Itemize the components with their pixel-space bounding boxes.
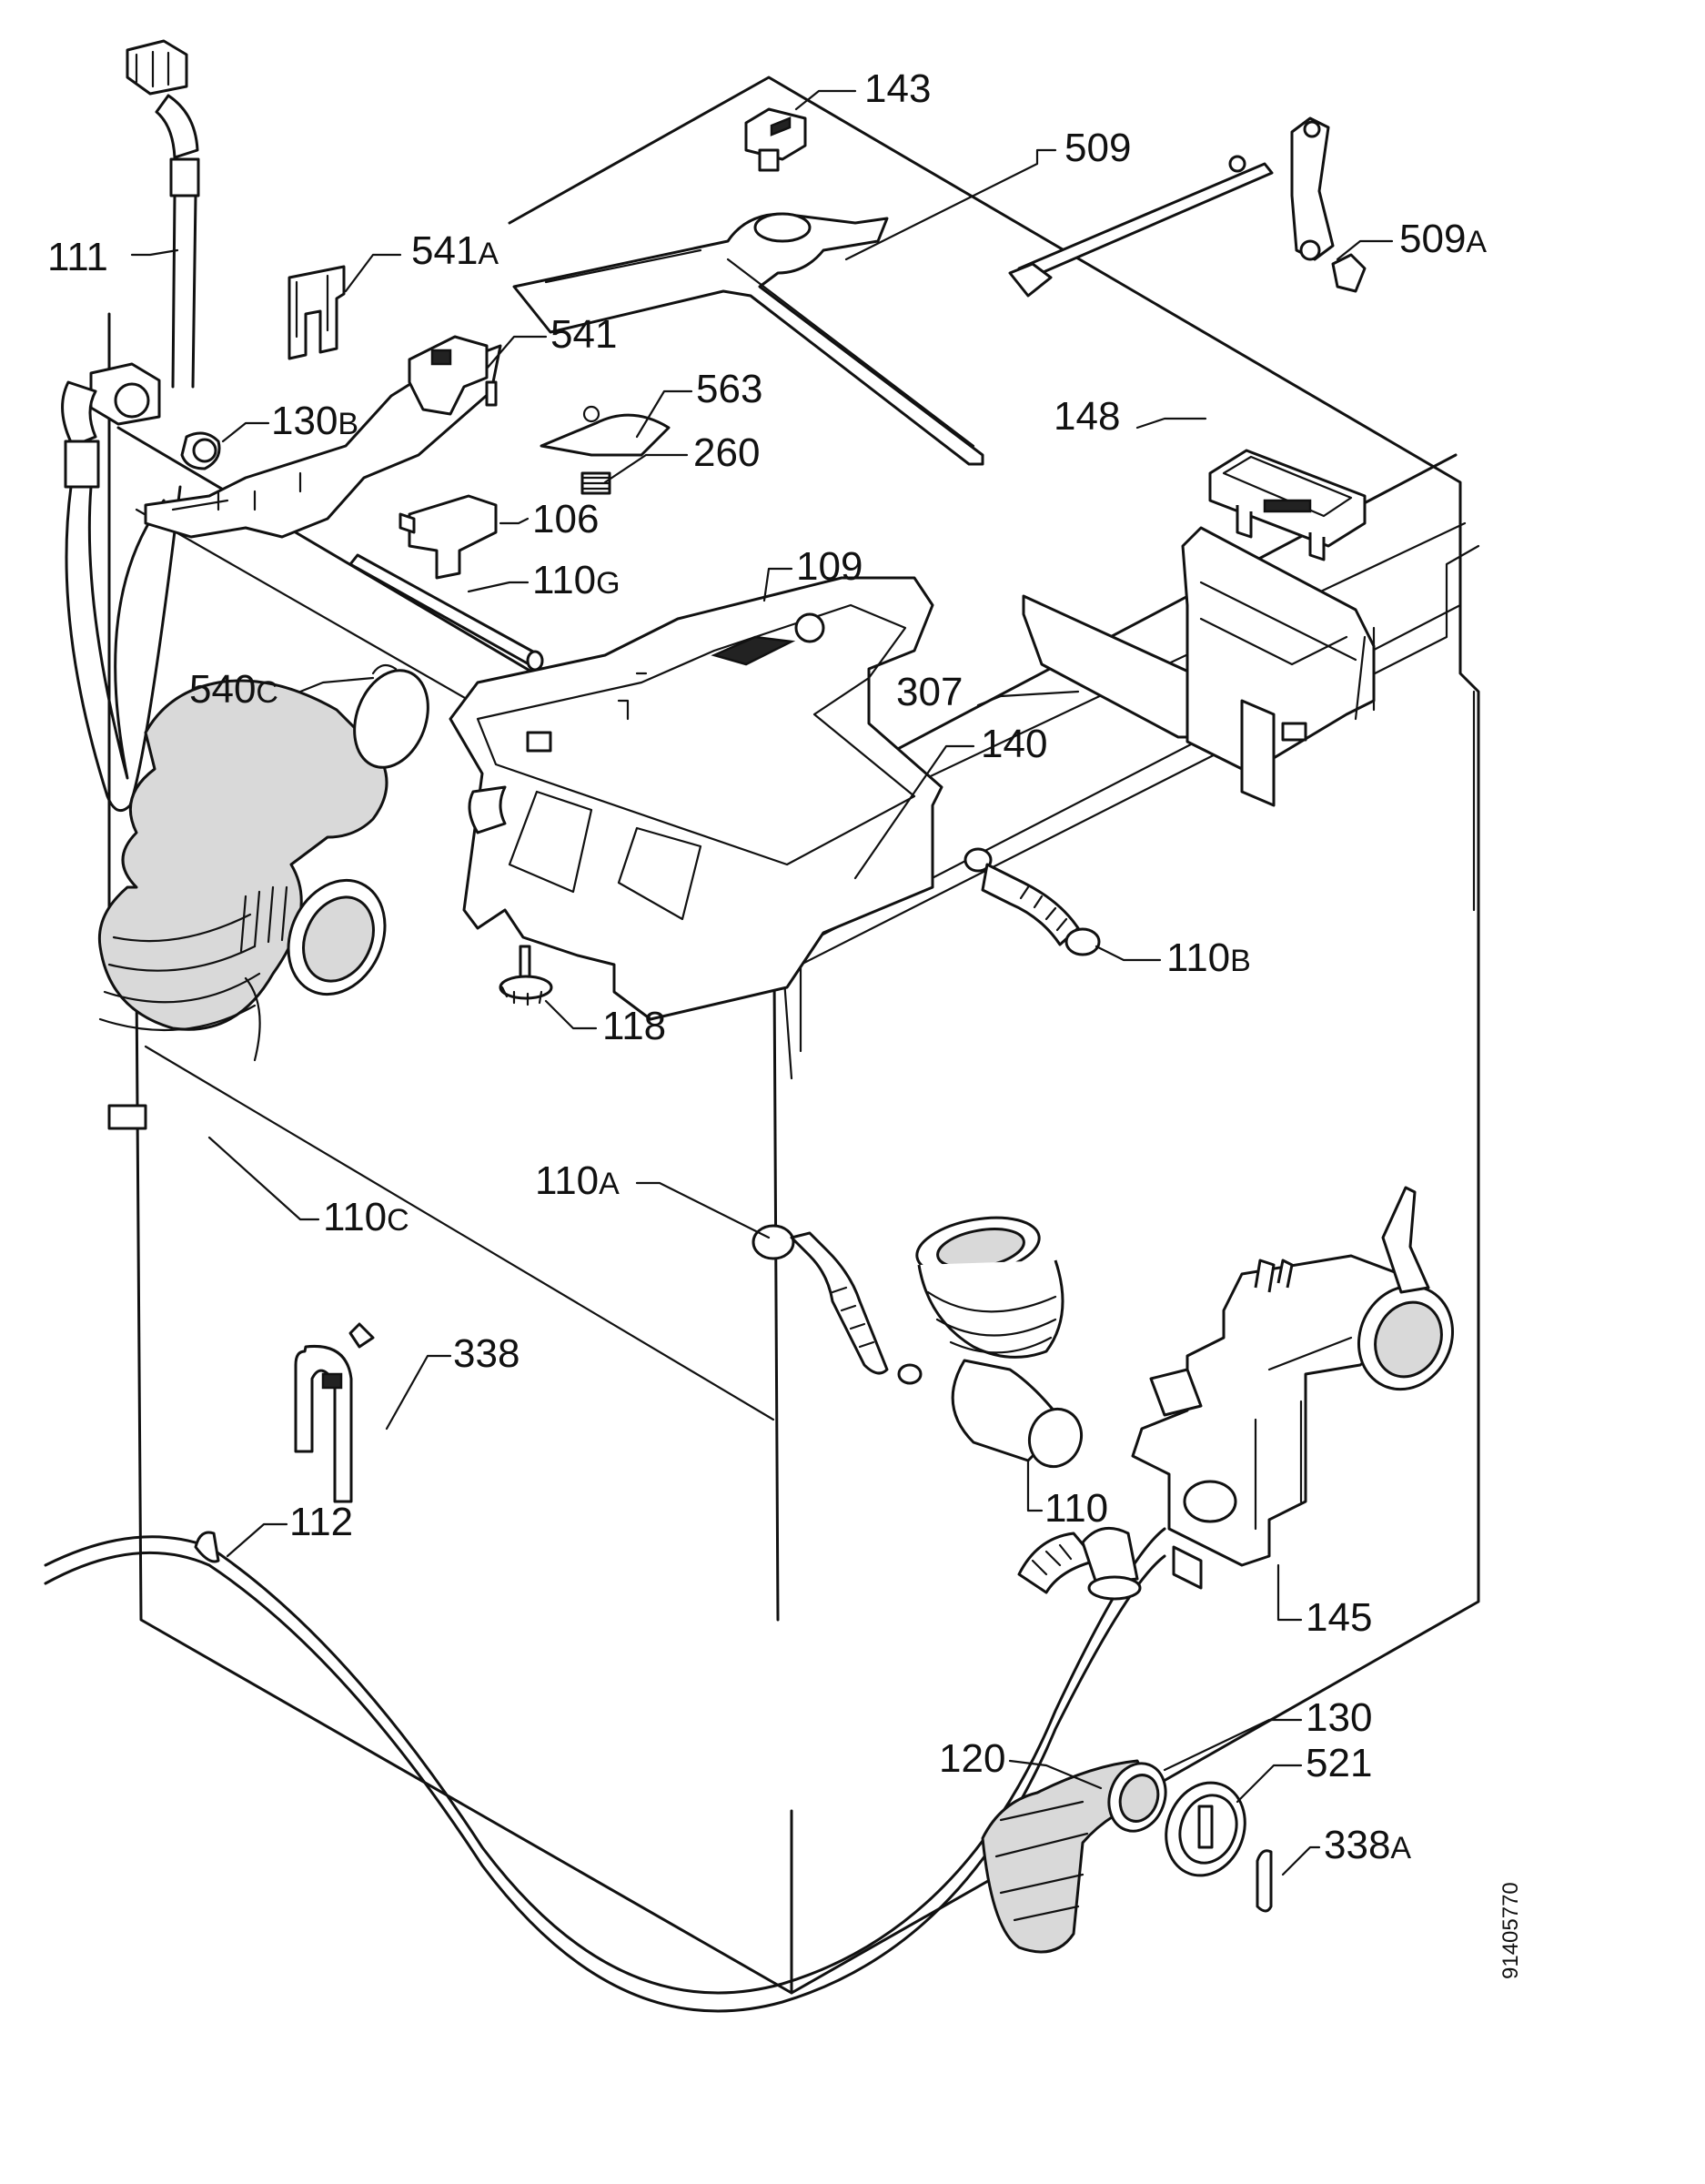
- label-509: 509: [1064, 126, 1131, 170]
- label-260: 260: [693, 430, 760, 475]
- label-112: 112: [289, 1500, 353, 1544]
- hose-110: [915, 1216, 1083, 1469]
- label-540c: 540C: [189, 667, 278, 712]
- tube-110g: [348, 553, 544, 672]
- label-111: 111: [47, 235, 108, 279]
- spring-260: [580, 471, 611, 495]
- cover-563: [540, 405, 671, 457]
- label-541a: 541A: [411, 228, 499, 273]
- label-130b: 130B: [271, 399, 358, 443]
- lever-509a: [1290, 116, 1367, 293]
- label-145: 145: [1306, 1595, 1372, 1640]
- lever-509: [512, 155, 1274, 466]
- bracket-541: [144, 335, 502, 539]
- clip-541a: [288, 265, 346, 360]
- leader-lines: [130, 89, 1394, 1876]
- label-110c: 110C: [323, 1195, 409, 1239]
- drain-hose-112: [44, 1526, 1166, 2013]
- label-110b: 110B: [1166, 935, 1251, 980]
- callout-labels: 143 509 509A 111 541A 541 563 130B 260 1…: [47, 66, 1487, 1867]
- label-307: 307: [896, 670, 963, 714]
- pump-housing-145: [1131, 1186, 1455, 1590]
- cap-521: [1165, 1781, 1246, 1877]
- label-563: 563: [696, 367, 762, 411]
- label-338: 338: [453, 1331, 520, 1376]
- label-110: 110: [1044, 1486, 1108, 1531]
- label-118: 118: [602, 1004, 666, 1048]
- label-120: 120: [939, 1736, 1005, 1781]
- hose-110a: [752, 1224, 923, 1385]
- label-148: 148: [1054, 394, 1120, 439]
- clip-338: [294, 1322, 375, 1503]
- label-109: 109: [796, 544, 863, 589]
- label-143: 143: [864, 66, 931, 111]
- hose-110b: [963, 847, 1101, 956]
- connector-106: [399, 494, 498, 580]
- drawing-code: 91405770: [1498, 1882, 1523, 1979]
- label-338a: 338A: [1324, 1823, 1411, 1867]
- label-130: 130: [1306, 1695, 1372, 1740]
- label-140: 140: [981, 722, 1047, 766]
- label-106: 106: [532, 497, 599, 541]
- cabinet-outline: [107, 76, 1480, 1995]
- label-110a: 110A: [535, 1158, 620, 1203]
- dispenser-housing-109: [449, 576, 943, 1021]
- label-110g: 110G: [532, 558, 620, 602]
- inlet-hose-pair: [61, 362, 182, 813]
- cap-143: [744, 107, 807, 172]
- seal-130: [1107, 1762, 1167, 1833]
- inlet-hose-111: [126, 39, 200, 389]
- pulley-118: [499, 945, 553, 1006]
- clip-338a: [1256, 1849, 1273, 1913]
- drawer-307: [1022, 526, 1376, 807]
- label-509a: 509A: [1399, 217, 1487, 261]
- seal-540c: [353, 663, 429, 769]
- insert-148: [1208, 449, 1367, 561]
- bellows-hose-110c: [97, 679, 388, 1130]
- label-521: 521: [1306, 1741, 1372, 1785]
- label-541: 541: [550, 312, 617, 357]
